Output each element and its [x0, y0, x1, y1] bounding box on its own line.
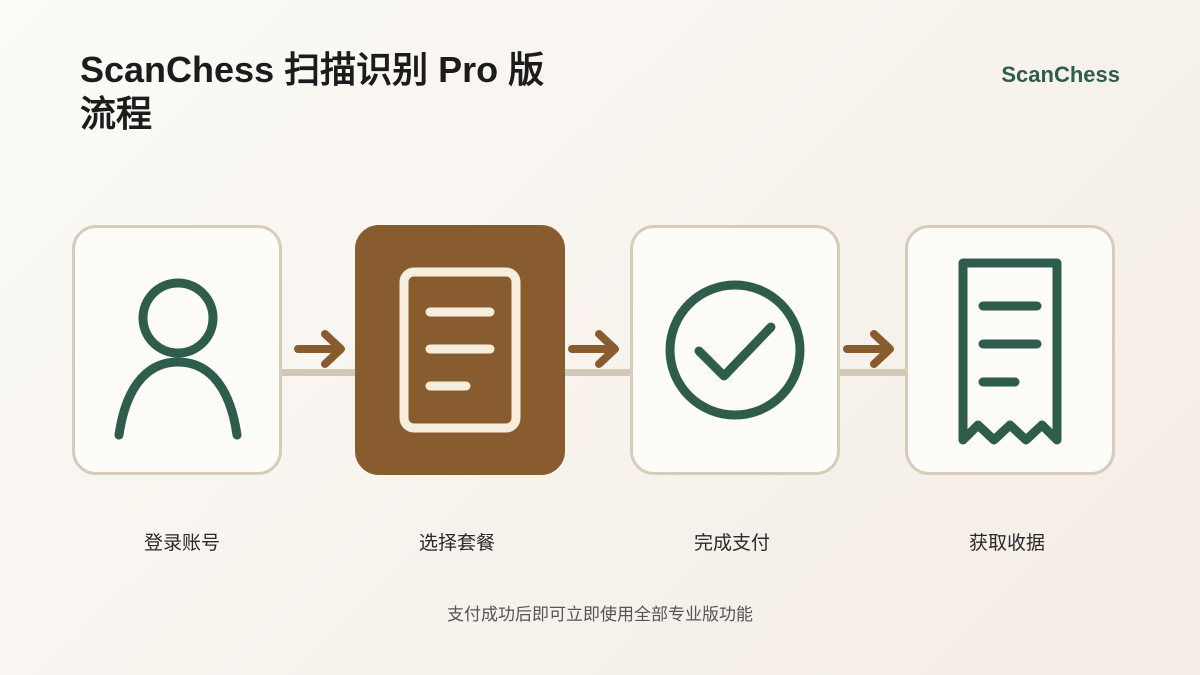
arrow-right-icon	[568, 330, 619, 368]
connector-line	[282, 369, 358, 376]
arrow-right-icon	[294, 330, 345, 368]
step-card-payment[interactable]	[630, 225, 840, 475]
brand-logo[interactable]: ScanChess	[1001, 62, 1120, 87]
receipt-icon	[958, 258, 1062, 445]
check-circle-icon	[665, 280, 805, 420]
connector-line	[563, 369, 631, 376]
arrow-right-icon	[843, 330, 894, 368]
step-label-receipt: 获取收据	[968, 533, 1045, 554]
step-label-login: 登录账号	[143, 533, 220, 554]
step-card-login[interactable]	[72, 225, 282, 475]
step-card-select-plan[interactable]	[355, 225, 565, 475]
page-title: ScanChess 扫描识别 Pro 版流程	[80, 49, 545, 134]
step-label-payment: 完成支付	[693, 533, 770, 554]
footer-note: 支付成功后即可立即使用全部专业版功能	[447, 605, 753, 624]
user-icon	[114, 278, 242, 440]
step-card-receipt[interactable]	[905, 225, 1115, 475]
step-label-select-plan: 选择套餐	[418, 533, 495, 554]
document-icon	[399, 267, 521, 433]
connector-line	[838, 369, 906, 376]
